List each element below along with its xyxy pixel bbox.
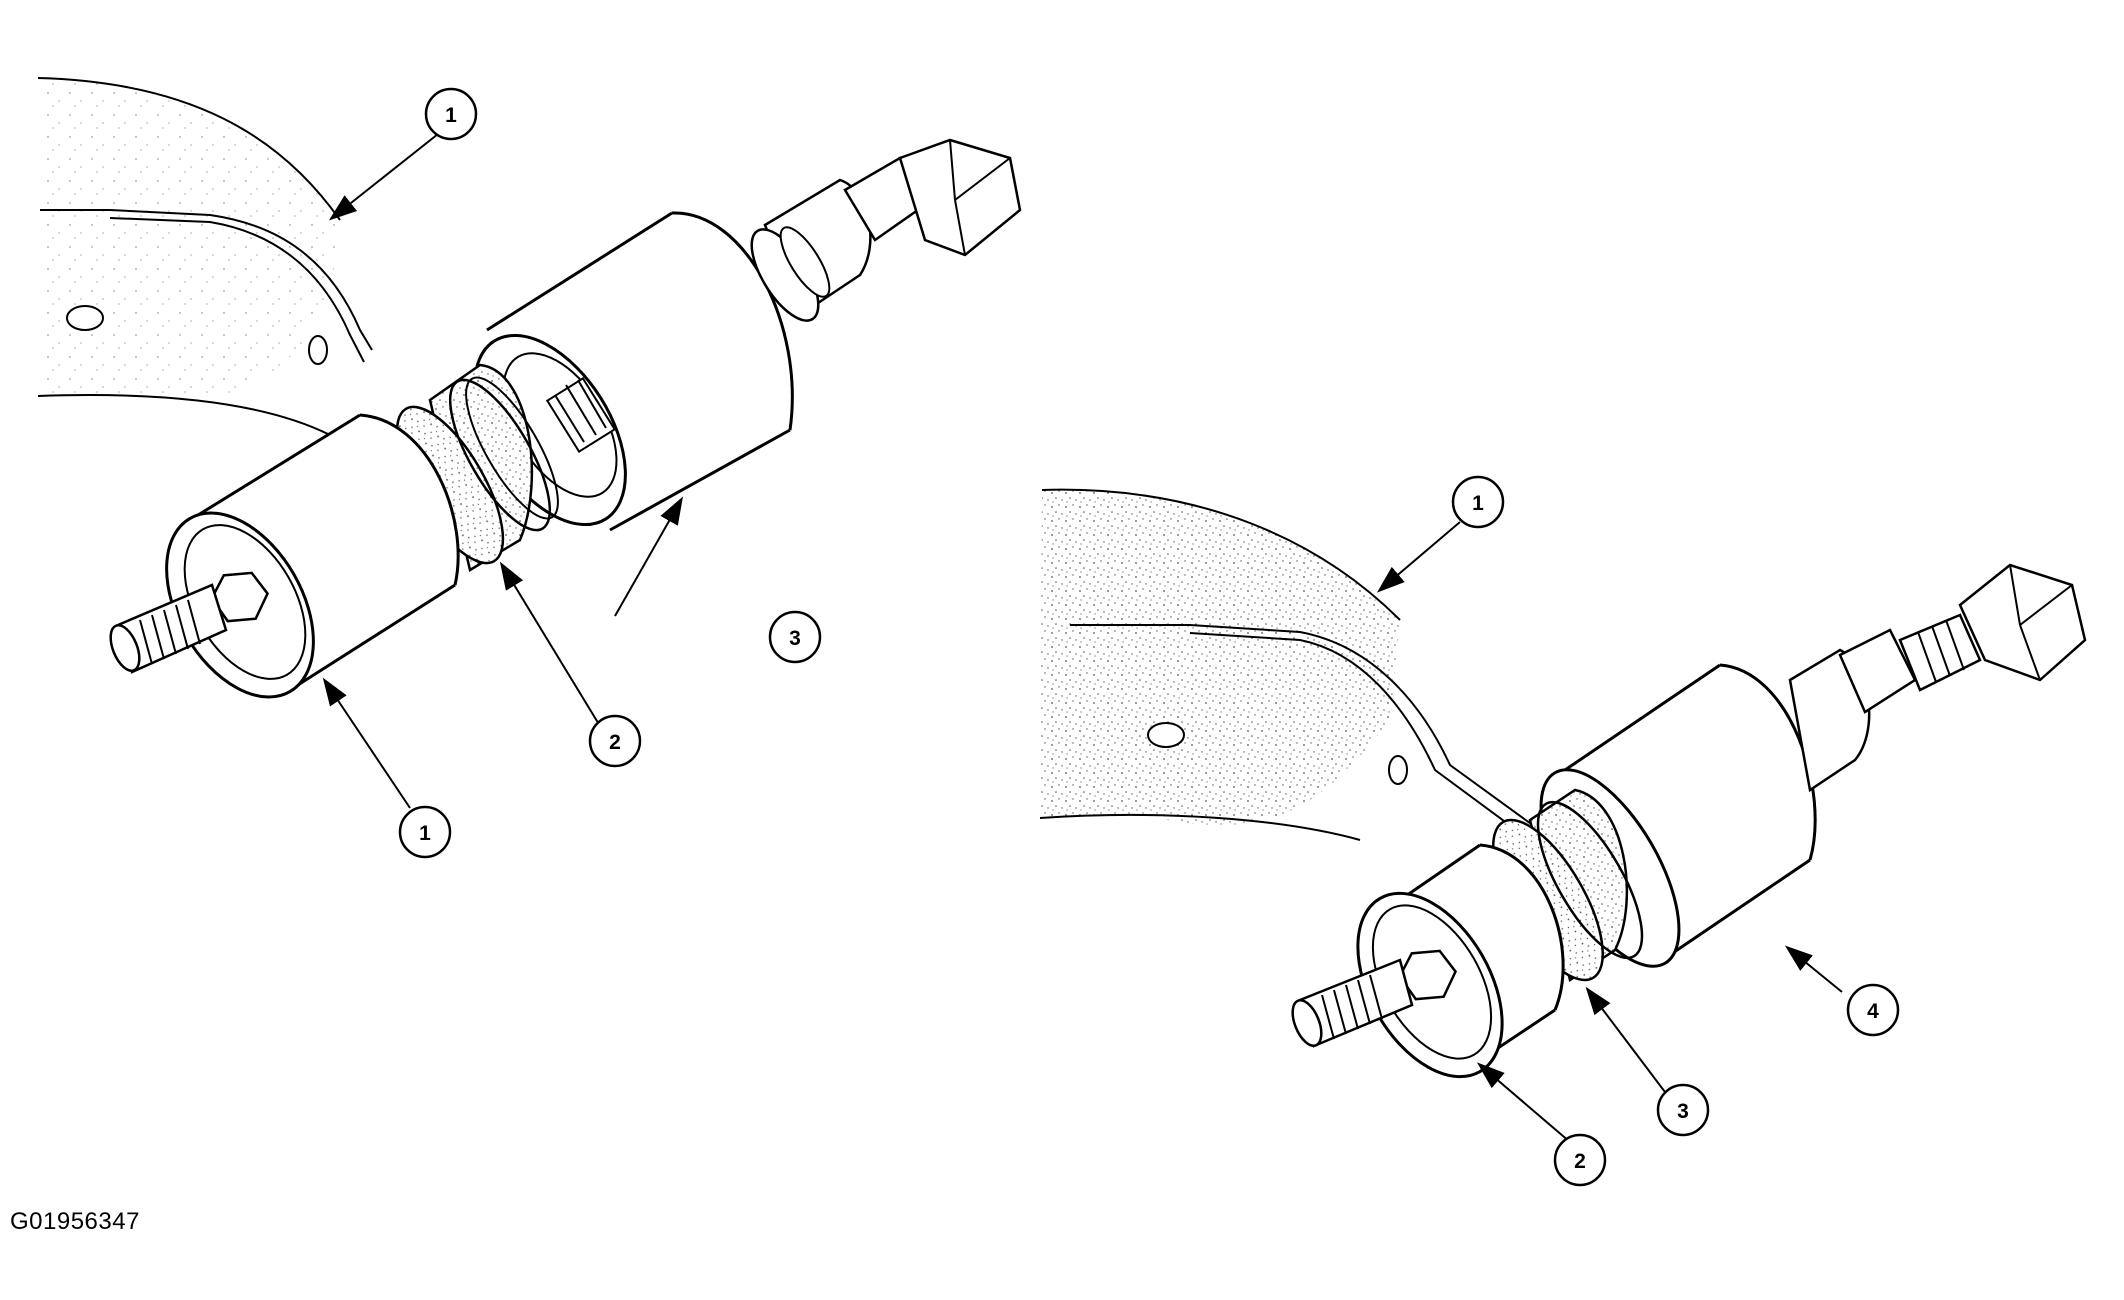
figure-id: G01956347 (10, 1208, 140, 1235)
callout-3-right: 3 (1656, 1083, 1710, 1137)
callout-2: 2 (588, 714, 642, 768)
callout-1-top: 1 (424, 87, 478, 141)
callout-leaders-right (1376, 521, 1843, 1143)
receiver-cup (473, 211, 794, 532)
control-arm-left (37, 77, 373, 436)
remover-cup-right (1356, 843, 1565, 1079)
callout-label: 2 (1574, 1150, 1586, 1173)
callout-1-right: 1 (1451, 475, 1505, 529)
callout-label: 3 (1677, 1100, 1689, 1123)
callout-2-right: 2 (1553, 1133, 1607, 1187)
right-view: 1 4 3 2 (1039, 475, 2087, 1187)
callout-leaders-left (322, 133, 683, 809)
callout-1-bottom: 1 (398, 805, 452, 859)
arm-hole (66, 305, 104, 331)
threaded-bolt-right (1291, 958, 1414, 1048)
callout-label: 1 (1472, 492, 1484, 515)
arm-hole (308, 335, 328, 365)
arm-hole (1147, 722, 1185, 748)
bushing-left (395, 363, 559, 572)
left-view: 1 3 2 1 (37, 77, 1022, 859)
forcing-screw-left (750, 138, 1022, 322)
forcing-screw-right (1788, 563, 2087, 793)
callout-label: 4 (1867, 1000, 1879, 1023)
callout-label: 1 (419, 822, 431, 845)
callout-4-right: 4 (1846, 983, 1900, 1037)
arm-hole (1388, 755, 1408, 785)
threaded-bolt-left (109, 583, 228, 674)
control-arm-right (1039, 488, 1561, 856)
callout-label: 3 (789, 627, 801, 650)
callout-3: 3 (768, 610, 822, 664)
callout-label: 1 (445, 104, 457, 127)
remover-cup (165, 413, 460, 699)
callout-label: 2 (609, 731, 621, 754)
